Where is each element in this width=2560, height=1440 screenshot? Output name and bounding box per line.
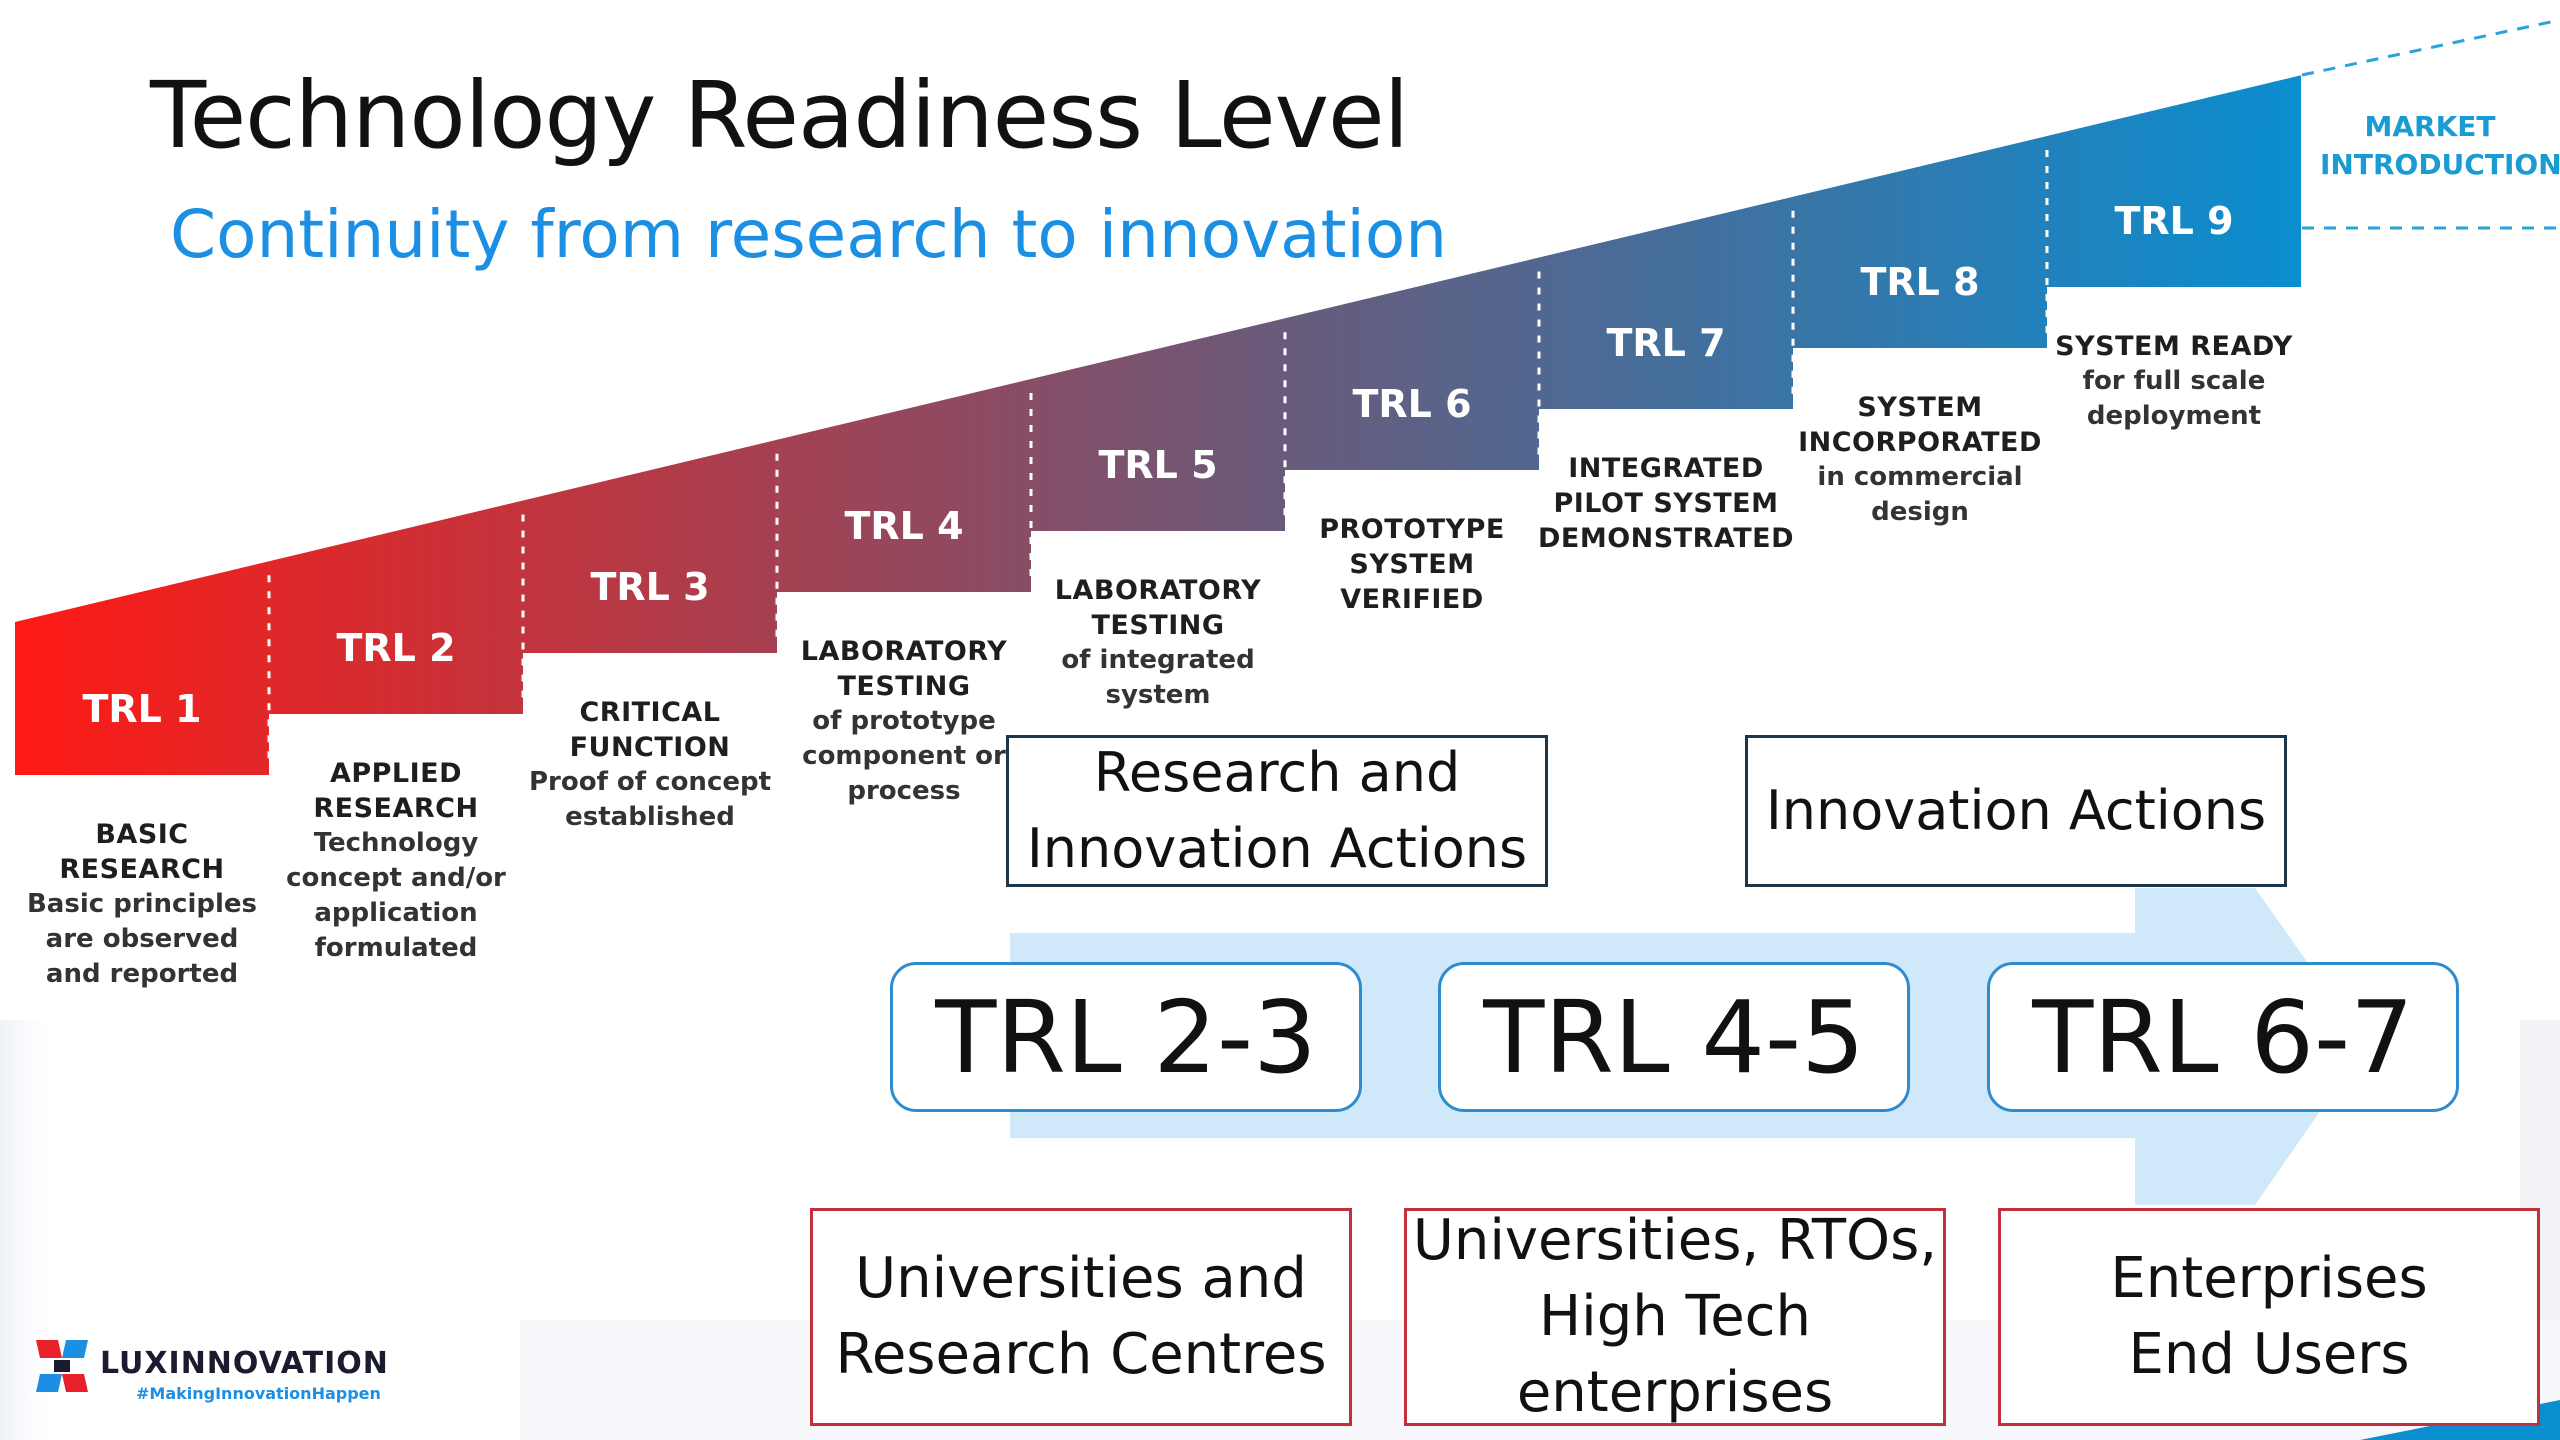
trl-step-label: TRL 6: [1352, 382, 1472, 426]
action-line: Innovation Actions: [1026, 817, 1528, 880]
step-heading-line: DEMONSTRATED: [1537, 523, 1795, 554]
luxinnovation-logo-icon: [36, 1340, 88, 1392]
trl-range-2-3: TRL 2-3: [890, 962, 1362, 1112]
actor-universities-rtos-hightech: Universities, RTOs, High Tech enterprise…: [1404, 1208, 1946, 1426]
bg-fade-left: [0, 1020, 60, 1440]
actor-line: Research Centres: [835, 1322, 1327, 1387]
actor-line: End Users: [2128, 1322, 2410, 1387]
trl-step-block: [1793, 135, 2047, 348]
step-heading-line: INTEGRATED: [1568, 453, 1764, 484]
step-heading-line: PROTOTYPE: [1319, 514, 1505, 545]
trl-range-4-5: TRL 4-5: [1438, 962, 1910, 1112]
action-line: Innovation Actions: [1765, 779, 2267, 842]
actor-line: High Tech: [1539, 1284, 1811, 1349]
step-heading-line: RESEARCH: [313, 793, 479, 824]
trl-step-label: TRL 1: [82, 687, 202, 731]
actor-line: Enterprises: [2110, 1246, 2428, 1311]
trl-step-description: LABORATORY TESTING of integrated system: [1055, 573, 1261, 713]
trl-step-description: LABORATORY TESTING of prototype component o…: [801, 634, 1007, 809]
step-body-line: deployment: [2086, 401, 2262, 431]
step-body-line: and reported: [45, 959, 239, 989]
step-body-line: Basic principles: [26, 889, 258, 919]
trl-step-block: [777, 378, 1031, 592]
step-heading-line: APPLIED: [329, 758, 463, 789]
trl-step-description: SYSTEM READY for full scale deployment: [2055, 329, 2293, 434]
step-heading-line: RESEARCH: [59, 854, 225, 885]
trl-step-block: [269, 500, 523, 714]
trl-step-description: PROTOTYPE SYSTEM VERIFIED: [1319, 512, 1505, 617]
trl-step-description: INTEGRATED PILOT SYSTEM DEMONSTRATED: [1538, 451, 1794, 556]
step-body-line: application: [314, 898, 478, 928]
trl-range-6-7: TRL 6-7: [1987, 962, 2459, 1112]
research-innovation-actions-box: Research and Innovation Actions: [1006, 735, 1548, 887]
actor-universities-research-centres: Universities and Research Centres: [810, 1208, 1352, 1426]
logo-wordmark: LUXINNOVATION: [100, 1346, 389, 1381]
trl-step-block: [15, 561, 269, 775]
step-body-line: concept and/or: [286, 863, 506, 893]
trl-step-block: [1539, 196, 1793, 409]
page-title: Technology Readiness Level: [150, 62, 1409, 169]
trl-step-label: TRL 3: [590, 565, 710, 609]
trl-step-label: TRL 4: [844, 504, 964, 548]
step-heading-line: TESTING: [1091, 610, 1225, 641]
market-line: INTRODUCTION: [2320, 148, 2560, 181]
step-body-line: are observed: [45, 924, 239, 954]
trl-step-description: APPLIED RESEARCH Technology concept and/or a…: [286, 756, 506, 966]
trl-step-block: [1285, 257, 1539, 470]
actor-line: enterprises: [1516, 1360, 1834, 1425]
step-body-line: process: [847, 776, 961, 806]
step-heading-line: TESTING: [837, 671, 971, 702]
step-heading-line: PILOT SYSTEM: [1553, 488, 1779, 519]
step-body-line: established: [565, 802, 735, 832]
actor-line: Universities, RTOs,: [1412, 1208, 1938, 1273]
step-body-line: Proof of concept: [528, 767, 772, 797]
step-heading-line: SYSTEM: [1857, 392, 1983, 423]
trl-step-block: [2047, 75, 2301, 287]
market-line: MARKET: [2364, 110, 2496, 143]
trl-step-label: TRL 5: [1098, 443, 1218, 487]
stair-steps: [15, 75, 2301, 775]
page-subtitle: Continuity from research to innovation: [170, 196, 1448, 273]
step-heading-line: LABORATORY: [800, 636, 1008, 667]
logo-tagline: #MakingInnovationHappen: [136, 1384, 381, 1403]
trl-step-block: [523, 439, 777, 653]
actor-line: Universities and: [855, 1246, 1307, 1311]
step-body-line: Technology: [313, 828, 479, 858]
step-heading-line: CRITICAL: [579, 697, 721, 728]
step-heading-line: VERIFIED: [1340, 584, 1484, 615]
market-dash-top: [2301, 18, 2560, 77]
step-heading-line: SYSTEM READY: [2055, 331, 2293, 362]
trl-step-label: TRL 9: [2114, 199, 2234, 243]
action-line: Research and: [1093, 741, 1461, 804]
step-heading-line: FUNCTION: [569, 732, 731, 763]
actor-enterprises-end-users: Enterprises End Users: [1998, 1208, 2540, 1426]
step-body-line: component or: [802, 741, 1006, 771]
step-body-line: formulated: [314, 933, 478, 963]
step-body-line: system: [1105, 680, 1211, 710]
market-introduction-label: MARKET INTRODUCTION: [2320, 108, 2560, 184]
trl-step-description: BASIC RESEARCH Basic principles are observe…: [27, 817, 257, 992]
step-body-line: in commercial: [1817, 462, 2023, 492]
step-body-line: design: [1871, 497, 1969, 527]
step-heading-line: LABORATORY: [1054, 575, 1262, 606]
step-body-line: of integrated: [1061, 645, 1255, 675]
trl-step-label: TRL 7: [1606, 321, 1726, 365]
trl-step-description: SYSTEM INCORPORATED in commercial design: [1798, 390, 2042, 530]
step-heading-line: SYSTEM: [1349, 549, 1475, 580]
step-body-line: of prototype: [812, 706, 996, 736]
trl-step-label: TRL 2: [336, 626, 456, 670]
trl-step-block: [1031, 318, 1285, 531]
trl-step-label: TRL 8: [1860, 260, 1980, 304]
step-heading-line: INCORPORATED: [1798, 427, 2042, 458]
trl-step-description: CRITICAL FUNCTION Proof of concept establis…: [529, 695, 771, 835]
innovation-actions-box: Innovation Actions: [1745, 735, 2287, 887]
step-body-line: for full scale: [2082, 366, 2266, 396]
step-heading-line: BASIC: [95, 819, 189, 850]
